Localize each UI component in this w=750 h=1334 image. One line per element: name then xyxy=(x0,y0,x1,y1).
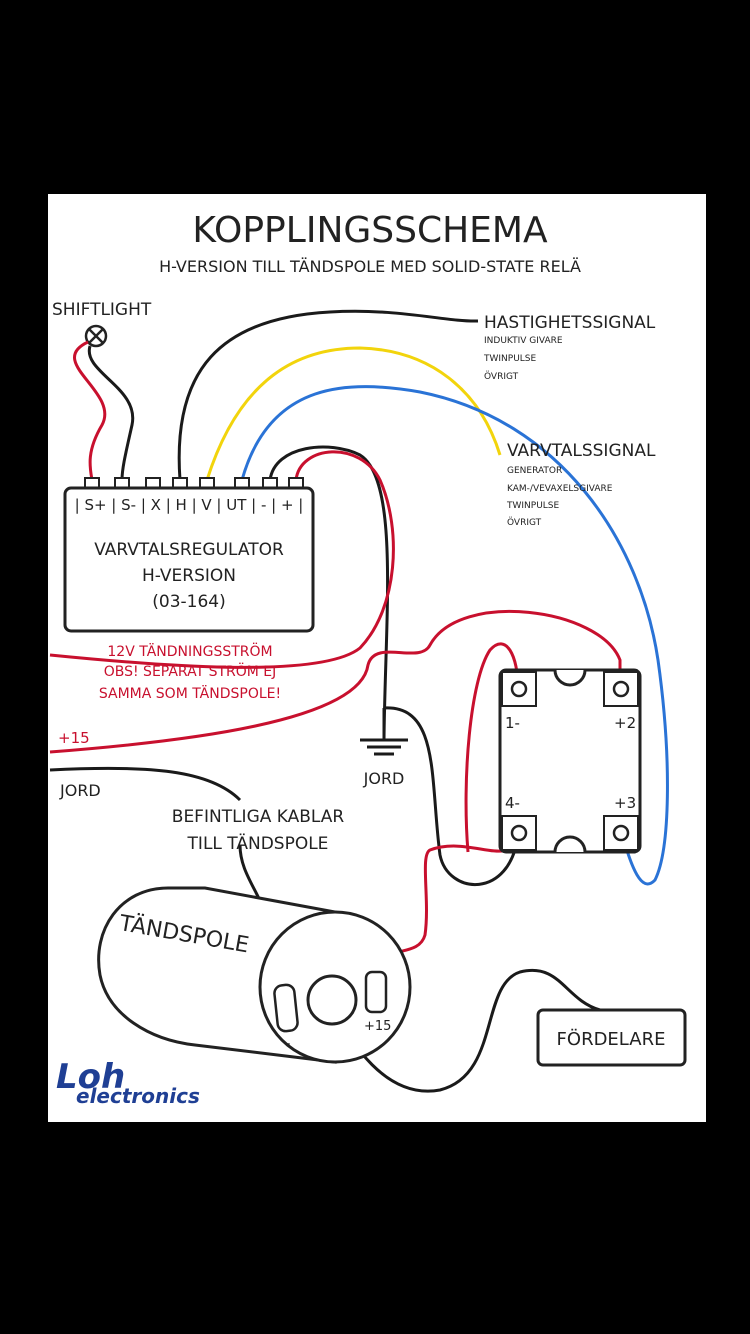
logo-text-top: Loh xyxy=(56,1057,125,1097)
wire-relay-blue xyxy=(240,385,669,886)
plus15-label: +15 xyxy=(58,729,90,747)
ground-symbol-icon xyxy=(360,708,408,756)
ignition-coil xyxy=(97,886,412,1064)
coil-minus-label: - xyxy=(285,1034,290,1052)
wire-ignition-red xyxy=(49,450,395,669)
regulator-terminals: | S+ | S- | X | H | V | UT | - | + | xyxy=(75,496,304,514)
power-note-line: 12V TÄNDNINGSSTRÖM xyxy=(107,642,272,660)
regulator-box xyxy=(63,486,315,633)
wire-ground-left-black xyxy=(49,766,242,802)
wire-rpm-signal-yellow xyxy=(205,346,502,481)
page-title: KOPPLINGSSCHEMA xyxy=(192,210,548,251)
regulator-version: H-VERSION xyxy=(142,566,236,586)
ground-symbol-label: JORD xyxy=(363,769,405,788)
distributor-label: FÖRDELARE xyxy=(557,1028,666,1050)
speed-signal-option: ÖVRIGT xyxy=(484,371,519,382)
wire-relay-pin1-red xyxy=(464,642,520,853)
wire-shiftlight-black xyxy=(87,345,135,481)
wire-relay-pin4-black xyxy=(383,706,520,887)
relay-pin-2: +2 xyxy=(614,714,636,732)
solid-state-relay xyxy=(498,668,642,854)
rpm-signal-option: KAM-/VEVAXELSGIVARE xyxy=(507,484,613,494)
speed-signal-option: INDUKTIV GIVARE xyxy=(484,336,563,346)
regulator-name: VARVTALSREGULATOR xyxy=(94,540,284,560)
relay-pin-1: 1- xyxy=(505,714,520,732)
ground-left-label: JORD xyxy=(59,781,101,800)
coil-plus15-label: +15 xyxy=(364,1019,391,1034)
logo-text-bottom: electronics xyxy=(76,1084,200,1108)
speed-signal-label: HASTIGHETSSIGNAL xyxy=(484,313,656,333)
wire-shiftlight-red xyxy=(73,340,107,481)
regulator-part-number: (03-164) xyxy=(152,592,225,612)
wire-plus15-red xyxy=(49,609,622,754)
existing-cables-label: TILL TÄNDSPOLE xyxy=(187,833,329,854)
rpm-signal-option: ÖVRIGT xyxy=(507,517,542,528)
power-note-line: SAMMA SOM TÄNDSPOLE! xyxy=(99,684,281,702)
lamp-icon xyxy=(84,324,108,348)
rpm-signal-label: VARVTALSSIGNAL xyxy=(507,441,656,461)
power-note-line: OBS! SEPARAT STRÖM EJ xyxy=(104,662,277,680)
relay-pin-3: +3 xyxy=(614,794,636,812)
shiftlight-label: SHIFTLIGHT xyxy=(52,300,152,320)
speed-signal-option: TWINPULSE xyxy=(483,354,537,364)
brand-logo: Loh electronics xyxy=(56,1057,200,1108)
existing-cables-label: BEFINTLIGA KABLAR xyxy=(172,807,345,827)
wire-distributor-black xyxy=(330,968,601,1093)
page-subtitle: H-VERSION TILL TÄNDSPOLE MED SOLID-STATE… xyxy=(159,257,581,276)
relay-pin-4: 4- xyxy=(505,794,520,812)
wire-speed-signal-black xyxy=(177,309,479,481)
rpm-signal-option: GENERATOR xyxy=(507,466,562,476)
distributor-box xyxy=(536,1008,687,1067)
rpm-signal-option: TWINPULSE xyxy=(506,501,560,511)
